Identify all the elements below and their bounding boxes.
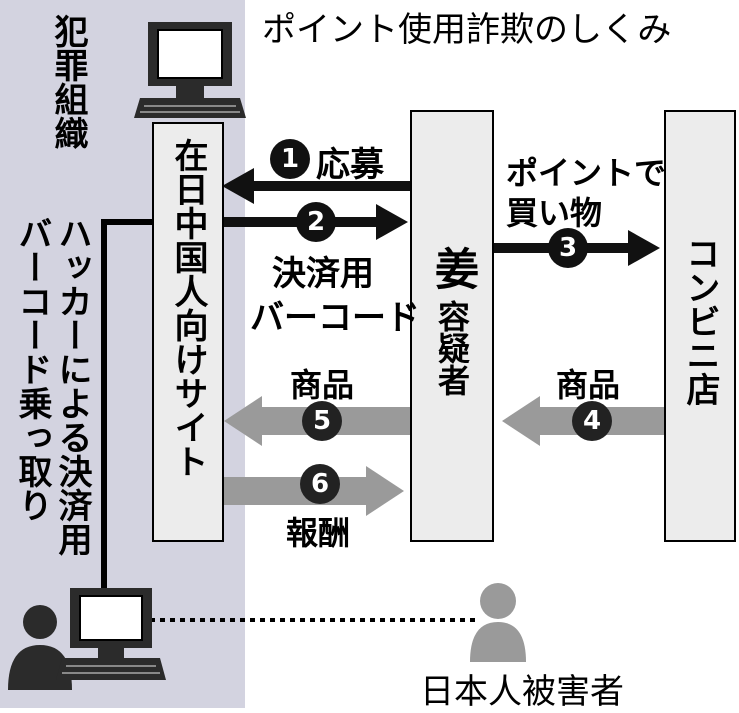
step-2-badge: 2 <box>296 202 336 242</box>
victim-person-icon <box>470 583 526 662</box>
step-6-label: 報酬 <box>286 514 351 552</box>
step-3-badge: 3 <box>548 228 588 268</box>
step-4-label: 商品 <box>556 366 621 404</box>
site-box <box>152 122 224 542</box>
hacker-label-line2: バーコード乗っ取り <box>12 216 52 522</box>
arrow-step-1 <box>222 168 412 204</box>
hacker-connector-line <box>101 219 152 590</box>
suspect-box <box>410 110 494 542</box>
store-box <box>664 110 736 542</box>
store-label: コンビニ店 <box>680 236 720 406</box>
suspect-name: 姜 <box>427 246 478 290</box>
step-1-badge: 1 <box>270 139 310 179</box>
step-6-badge: 6 <box>300 464 340 504</box>
site-label: 在日中国人向けサイト <box>168 138 208 478</box>
step-3-label-line1: ポイントで <box>506 154 667 192</box>
hacker-label-line1: ハッカーによる決済用 <box>52 216 92 556</box>
step-4-badge: 4 <box>572 401 612 441</box>
victim-label: 日本人被害者 <box>420 672 624 712</box>
step-5-badge: 5 <box>302 401 342 441</box>
diagram-title: ポイント使用詐欺のしくみ <box>262 10 672 50</box>
step-2-label-line2: バーコード <box>250 298 420 338</box>
step-3-label-line2: 買い物 <box>506 194 603 232</box>
suspect-suffix: 容疑者 <box>433 300 471 396</box>
hacker-computer-icon <box>56 588 166 680</box>
arrow-step-6 <box>222 466 404 516</box>
org-computer-icon <box>134 22 246 118</box>
org-label: 犯罪組織 <box>48 14 88 150</box>
step-5-label: 商品 <box>290 366 355 404</box>
step-2-label-line1: 決済用 <box>272 254 374 294</box>
step-1-label: 応募 <box>316 145 384 185</box>
hacker-person-icon <box>8 605 72 690</box>
